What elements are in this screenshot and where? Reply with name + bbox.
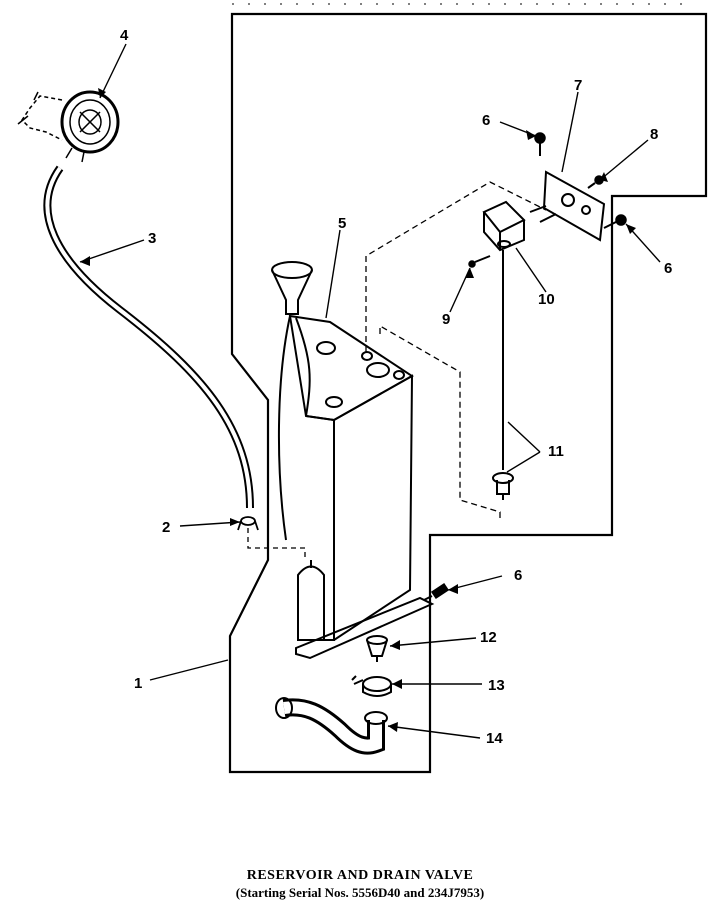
callout-10: 10 bbox=[538, 291, 555, 308]
leader-lines bbox=[79, 43, 661, 739]
callout-6-top: 6 bbox=[482, 112, 490, 129]
arrowheads bbox=[80, 88, 636, 732]
reservoir-tank bbox=[277, 314, 435, 660]
hose-clamp bbox=[237, 516, 259, 531]
drain-hose bbox=[275, 697, 388, 755]
callout-14: 14 bbox=[486, 730, 503, 747]
assembly-boundary bbox=[228, 12, 708, 774]
screw-valve bbox=[468, 255, 491, 268]
callout-7: 7 bbox=[574, 77, 582, 94]
screw-right bbox=[603, 214, 627, 229]
clamp-leader-dash bbox=[247, 528, 306, 560]
callout-13: 13 bbox=[488, 677, 505, 694]
diagram-subtitle: (Starting Serial Nos. 5556D40 and 234J79… bbox=[235, 885, 485, 900]
callout-4: 4 bbox=[120, 27, 129, 44]
callout-2: 2 bbox=[162, 519, 170, 536]
valve-rod bbox=[492, 250, 514, 500]
screw-top bbox=[534, 132, 546, 156]
screw-lower bbox=[423, 582, 450, 601]
mounting-bracket bbox=[529, 170, 606, 242]
hose-clamp-lower bbox=[351, 675, 392, 697]
callout-1: 1 bbox=[134, 675, 142, 692]
callout-8: 8 bbox=[650, 126, 658, 143]
callout-3: 3 bbox=[148, 230, 156, 247]
drain-valve-body bbox=[482, 200, 526, 252]
callout-6-lower: 6 bbox=[514, 567, 522, 584]
callout-labels: 1 2 3 4 5 6 6 6 7 8 9 10 11 12 13 14 bbox=[120, 27, 672, 747]
callout-5: 5 bbox=[338, 215, 346, 232]
assembly-dash-lines bbox=[365, 181, 547, 522]
screw-bracket bbox=[587, 175, 604, 189]
diagram-title: RESERVOIR AND DRAIN VALVE bbox=[246, 868, 474, 883]
callout-12: 12 bbox=[480, 629, 497, 646]
callout-6-right: 6 bbox=[664, 260, 672, 277]
callout-9: 9 bbox=[442, 311, 450, 328]
fill-funnel bbox=[271, 261, 313, 315]
pressure-switch bbox=[17, 90, 120, 163]
drain-plug bbox=[366, 635, 388, 662]
callout-11: 11 bbox=[548, 443, 564, 460]
air-hose bbox=[43, 165, 254, 509]
